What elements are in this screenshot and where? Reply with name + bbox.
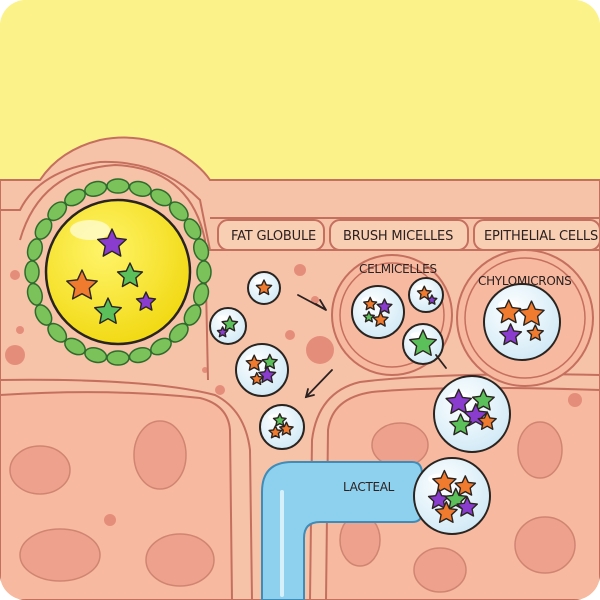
lipid-star-icon: [362, 310, 375, 323]
villus-outline: [19, 163, 209, 381]
lipid-star-icon: [279, 421, 294, 436]
lipid-star-icon: [255, 279, 273, 296]
cell-border-curve: [0, 378, 253, 600]
lipid-star-icon: [258, 365, 277, 384]
lipid-star-icon: [372, 311, 389, 327]
lipid-star-icon: [249, 371, 264, 386]
lipid-star-icon: [221, 315, 239, 332]
lipid-star-icon: [94, 297, 122, 324]
lipid-star-icon: [471, 388, 495, 411]
label-header-row: [217, 219, 600, 251]
lipid-star-icon: [66, 269, 98, 300]
brush-border-band: [0, 160, 600, 251]
chylomicron: [433, 375, 511, 453]
lipid-star-icon: [116, 262, 144, 288]
chylomicron: [483, 283, 561, 361]
lipid-star-icon: [477, 411, 497, 430]
lipid-star-icon: [499, 323, 523, 346]
bile-salt-blob: [106, 178, 130, 194]
lipid-star-icon: [432, 469, 457, 494]
micelle: [247, 271, 281, 305]
emulsifier-ring: [24, 178, 212, 366]
label-epithelial-cells: EPITHELIAL CELLS: [484, 229, 598, 244]
chylomicron-compartment-inner: [464, 257, 586, 379]
lipid-star-icon: [454, 475, 477, 496]
bile-salt-blob: [24, 260, 40, 284]
lipid-star-icon: [426, 294, 438, 305]
tissue-texture: [9, 420, 576, 593]
fat-globule-highlight: [70, 220, 110, 240]
label-fat-globule: FAT GLOBULE: [231, 229, 316, 244]
micelles-layer: [66, 228, 561, 535]
brush-micelle: [408, 277, 444, 313]
brush-micelle: [402, 323, 444, 365]
lipid-star-icon: [416, 285, 432, 300]
brush-micelle: [351, 285, 405, 339]
label-celmicelles: CELMICELLES: [359, 262, 437, 276]
lipid-star-icon: [135, 291, 157, 311]
lipid-star-icon: [526, 324, 544, 341]
fat-globule-lipids: [66, 228, 157, 324]
chylomicron: [413, 457, 491, 535]
lipid-star-icon: [245, 354, 263, 371]
lipid-star-icon: [456, 496, 478, 517]
label-lacteal: LACTEAL: [343, 480, 395, 494]
bile-salt-blob: [196, 260, 212, 284]
micelle: [209, 307, 247, 345]
lipid-star-icon: [434, 501, 458, 523]
lipid-star-icon: [409, 329, 437, 356]
micelle: [259, 404, 305, 450]
label-brush-micelles: BRUSH MICELLES: [343, 229, 453, 244]
lipid-star-icon: [363, 296, 378, 311]
flow-arrows: [297, 294, 447, 399]
lipid-star-icon: [449, 413, 473, 436]
lipid-star-icon: [496, 299, 522, 324]
lipid-star-icon: [261, 353, 278, 370]
tissue-dots: [5, 264, 582, 526]
lipid-star-icon: [272, 413, 287, 427]
bile-salt-blob: [193, 238, 210, 262]
lipid-star-icon: [445, 388, 472, 415]
micelle: [235, 343, 289, 397]
lipid-star-icon: [518, 300, 545, 326]
lipid-star-icon: [376, 298, 393, 314]
lipid-star-icon: [216, 326, 229, 338]
label-chylomicrons: CHYLOMICRONS: [478, 274, 571, 288]
lipid-star-icon: [97, 228, 127, 257]
celmicelles-compartment-inner: [339, 262, 445, 368]
lipid-star-icon: [268, 425, 283, 439]
bile-salt-blob: [106, 350, 130, 366]
